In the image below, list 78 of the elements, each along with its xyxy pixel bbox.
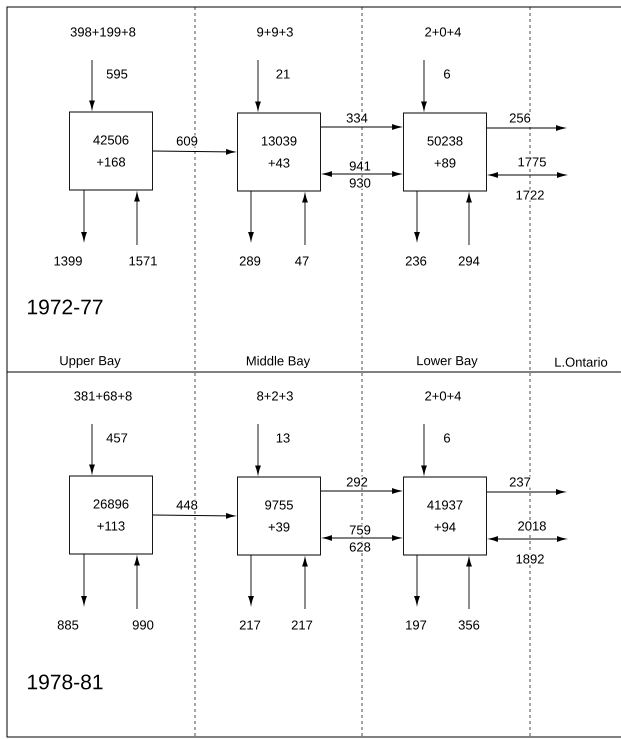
flow-arrow — [152, 513, 235, 519]
flow-arrow — [489, 536, 566, 542]
flow-value: 217 — [240, 620, 260, 630]
flow-value: 237 — [510, 477, 530, 487]
flow-arrow — [248, 555, 254, 605]
flow-value: 6 — [444, 433, 450, 443]
compartment-box: 9755 +39 — [237, 476, 321, 556]
flow-arrow — [89, 60, 95, 110]
flow-arrow — [486, 489, 565, 495]
input-sum: 8+2+3 — [257, 391, 293, 401]
flow-value: 21 — [276, 69, 290, 79]
flow-arrow — [486, 125, 565, 131]
flow-arrow — [320, 124, 401, 130]
flow-value: 1571 — [130, 256, 157, 266]
flow-value: 930 — [350, 178, 370, 188]
flow-value: 628 — [350, 542, 370, 552]
flow-value: 356 — [458, 620, 480, 630]
flow-value: 1722 — [516, 190, 544, 200]
flow-arrow — [152, 149, 235, 155]
region-label: Upper Bay — [60, 356, 121, 368]
flow-value: 292 — [346, 477, 368, 487]
flow-value: 457 — [106, 433, 128, 443]
region-label: Middle Bay — [246, 356, 310, 368]
input-sum: 9+9+3 — [257, 27, 293, 37]
flow-arrow — [323, 171, 401, 177]
flow-value: 236 — [406, 256, 426, 266]
flow-arrow — [320, 488, 401, 494]
flow-arrow — [421, 60, 427, 110]
flow-value: 1399 — [54, 256, 82, 266]
flow-value: 941 — [350, 161, 370, 171]
flow-value: 289 — [240, 256, 260, 266]
flow-arrow — [302, 194, 308, 246]
flow-arrow — [134, 556, 140, 610]
flow-arrow — [255, 60, 261, 110]
flow-value: 294 — [458, 256, 480, 266]
flow-arrow — [414, 555, 420, 605]
flow-value: 1775 — [518, 157, 546, 167]
input-sum: 398+199+8 — [70, 27, 136, 37]
compartment-box: 42506 +168 — [69, 112, 153, 190]
flow-value: 47 — [295, 256, 309, 266]
flow-value: 595 — [106, 69, 128, 79]
flow-value: 6 — [444, 69, 450, 79]
flow-value: 990 — [132, 620, 154, 630]
input-sum: 381+68+8 — [74, 391, 132, 401]
flow-arrow — [414, 191, 420, 241]
flow-value: 1892 — [516, 554, 544, 564]
input-sum: 2+0+4 — [425, 391, 462, 401]
region-label: Lower Bay — [417, 356, 478, 368]
flow-arrow — [323, 535, 401, 541]
compartment-box: 13039 +43 — [237, 112, 321, 192]
flow-value: 197 — [406, 620, 426, 630]
flow-value: 217 — [292, 620, 312, 630]
flow-arrow — [421, 424, 427, 474]
compartment-box: 26896 +113 — [69, 476, 153, 554]
flow-arrow — [466, 194, 472, 246]
period-label: 1972-77 — [28, 300, 102, 314]
flow-value: 2018 — [518, 521, 546, 531]
period-label: 1978-81 — [28, 674, 102, 690]
input-sum: 2+0+4 — [425, 27, 462, 37]
flow-value: 759 — [350, 525, 370, 535]
flow-arrow — [255, 424, 261, 474]
region-label: L.Ontario — [555, 357, 608, 367]
flow-value: 334 — [346, 113, 368, 123]
flow-arrow — [134, 192, 140, 246]
flow-arrow — [466, 558, 472, 610]
flow-arrow — [302, 558, 308, 610]
flow-value: 256 — [510, 113, 530, 123]
flow-value: 885 — [58, 620, 78, 630]
compartment-box: 41937 +94 — [403, 476, 487, 556]
flow-arrow — [489, 172, 566, 178]
flow-value: 448 — [176, 500, 198, 510]
flow-value: 13 — [276, 433, 290, 443]
flow-arrow — [81, 554, 87, 605]
flow-value: 609 — [176, 136, 198, 146]
flow-arrow — [81, 190, 87, 241]
flow-arrow — [89, 424, 95, 474]
flow-arrow — [248, 191, 254, 241]
compartment-box: 50238 +89 — [403, 112, 487, 192]
